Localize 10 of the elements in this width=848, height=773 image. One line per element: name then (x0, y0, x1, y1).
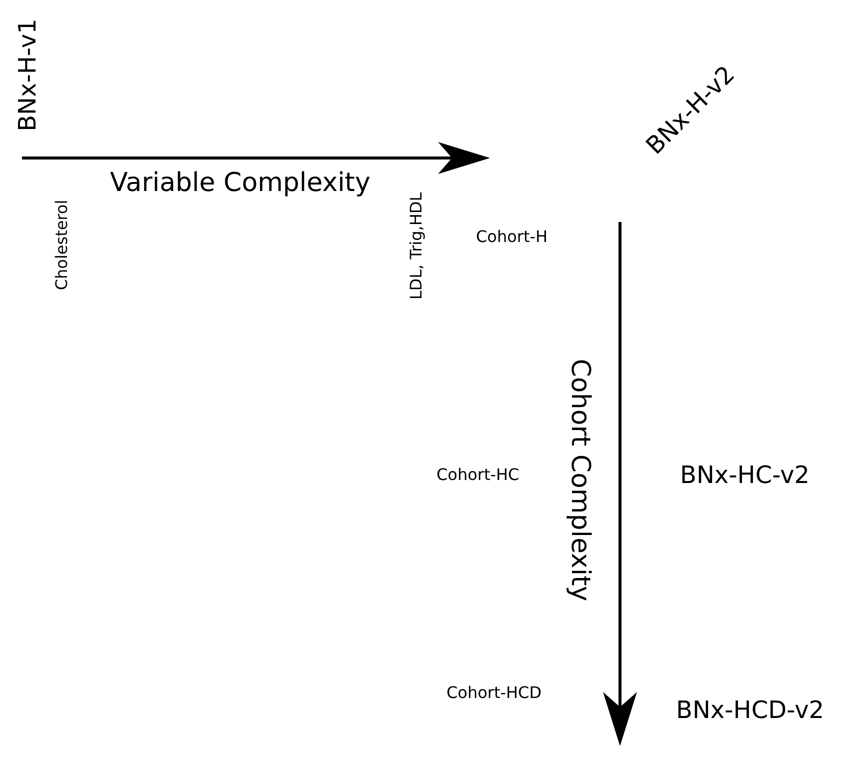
cohort-label: Cohort-HCD (446, 685, 542, 701)
variable-label: Cholesterol (54, 200, 70, 290)
variable-label: LDL, Trig,HDL (408, 192, 424, 300)
model-label: BNx-HCD-v2 (676, 698, 824, 722)
axis-title: Variable Complexity (110, 170, 370, 196)
cohort-label: Cohort-HC (436, 467, 520, 483)
model-label: BNx-HC-v2 (680, 463, 810, 487)
axis-label: BNx-H-v1 (14, 18, 39, 132)
axis-title: Cohort Complexity (567, 358, 594, 602)
cohort-label: Cohort-H (476, 229, 548, 245)
